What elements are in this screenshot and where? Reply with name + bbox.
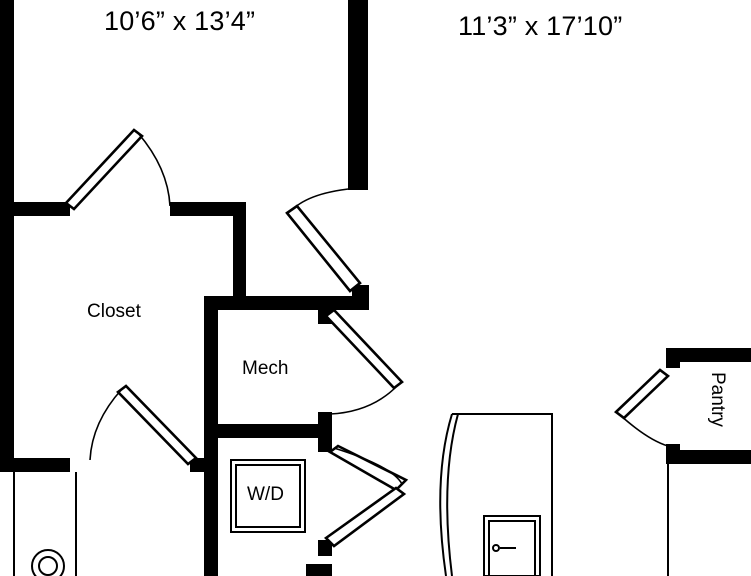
pantry-label: Pantry xyxy=(707,372,728,427)
bath-fixture xyxy=(31,549,65,576)
mech-label: Mech xyxy=(242,358,289,379)
kitchen-island xyxy=(439,413,553,576)
wall-lower-left xyxy=(0,458,70,472)
wall-pantry-bottom xyxy=(666,450,751,464)
door-closet-top xyxy=(64,128,171,211)
wall-closet-right xyxy=(233,202,246,298)
wall-stub-living xyxy=(352,285,369,310)
door-pantry xyxy=(613,368,671,447)
wall-bedroom-right xyxy=(348,0,368,190)
wall-wd-right-bottom xyxy=(318,540,332,556)
wall-pantry-top xyxy=(666,348,751,362)
door-bedroom xyxy=(285,187,362,293)
wall-pantry-left-top xyxy=(666,348,680,368)
kitchen-sink xyxy=(483,515,541,576)
wall-closet-top-left xyxy=(0,202,70,216)
living-dimensions: 11’3” x 17’10” xyxy=(458,11,623,41)
wall-mech-wd-divider xyxy=(204,424,332,438)
door-closet-bottom xyxy=(89,384,198,466)
bedroom-dimensions: 10’6” x 13’4” xyxy=(104,6,256,36)
doors xyxy=(64,128,671,576)
wall-closet-top-right xyxy=(170,202,246,216)
wd-label: W/D xyxy=(247,484,284,505)
fixtures xyxy=(31,413,553,576)
wall-mech-top xyxy=(204,296,354,310)
wall-left-exterior xyxy=(0,0,14,468)
door-mech xyxy=(324,308,404,415)
closet-label: Closet xyxy=(87,301,141,322)
door-wd xyxy=(323,444,409,548)
wall-closet-bottom-stub xyxy=(190,458,204,472)
washer-dryer-box xyxy=(230,459,306,533)
